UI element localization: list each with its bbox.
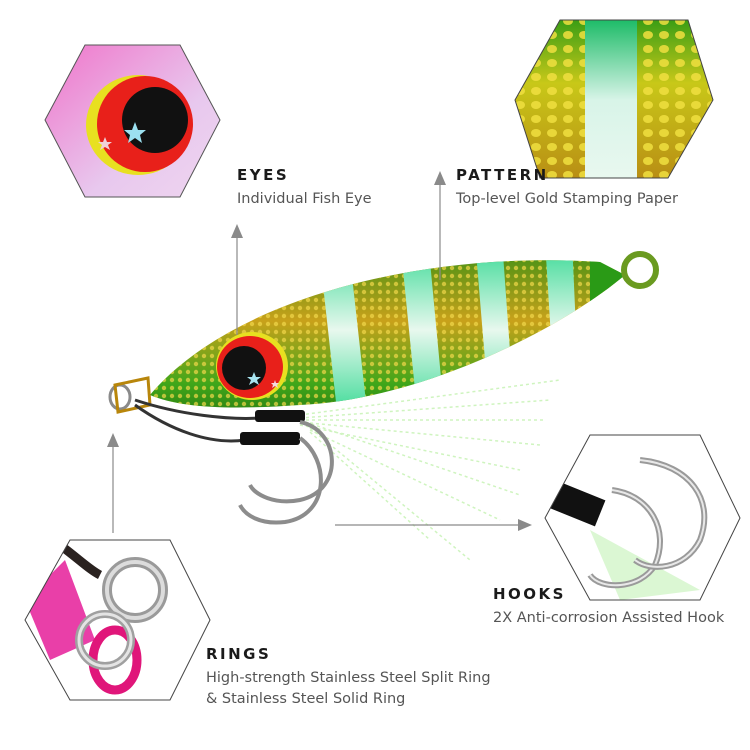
pattern-callout: PATTERN Top-level Gold Stamping Paper — [456, 166, 678, 210]
hooks-description: 2X Anti-corrosion Assisted Hook — [493, 610, 725, 626]
rings-description-line1: High-strength Stainless Steel Split Ring — [206, 670, 491, 686]
eyes-description: Individual Fish Eye — [237, 191, 372, 207]
eyes-callout: EYES Individual Fish Eye — [237, 166, 372, 210]
pattern-description: Top-level Gold Stamping Paper — [456, 191, 678, 207]
hooks-callout: HOOKS 2X Anti-corrosion Assisted Hook — [493, 585, 724, 629]
callout-arrows — [107, 171, 532, 533]
hooks-closeup-image — [544, 434, 741, 601]
rings-closeup-image — [24, 539, 211, 701]
rings-description-line2: & Stainless Steel Solid Ring — [206, 691, 406, 707]
pattern-title: PATTERN — [456, 166, 549, 184]
eyes-closeup-image — [44, 44, 221, 198]
pattern-closeup-image — [514, 19, 714, 179]
rings-title: RINGS — [206, 645, 272, 663]
hooks-title: HOOKS — [493, 585, 566, 603]
rings-callout: RINGS High-strength Stainless Steel Spli… — [206, 645, 491, 710]
eyes-title: EYES — [237, 166, 290, 184]
